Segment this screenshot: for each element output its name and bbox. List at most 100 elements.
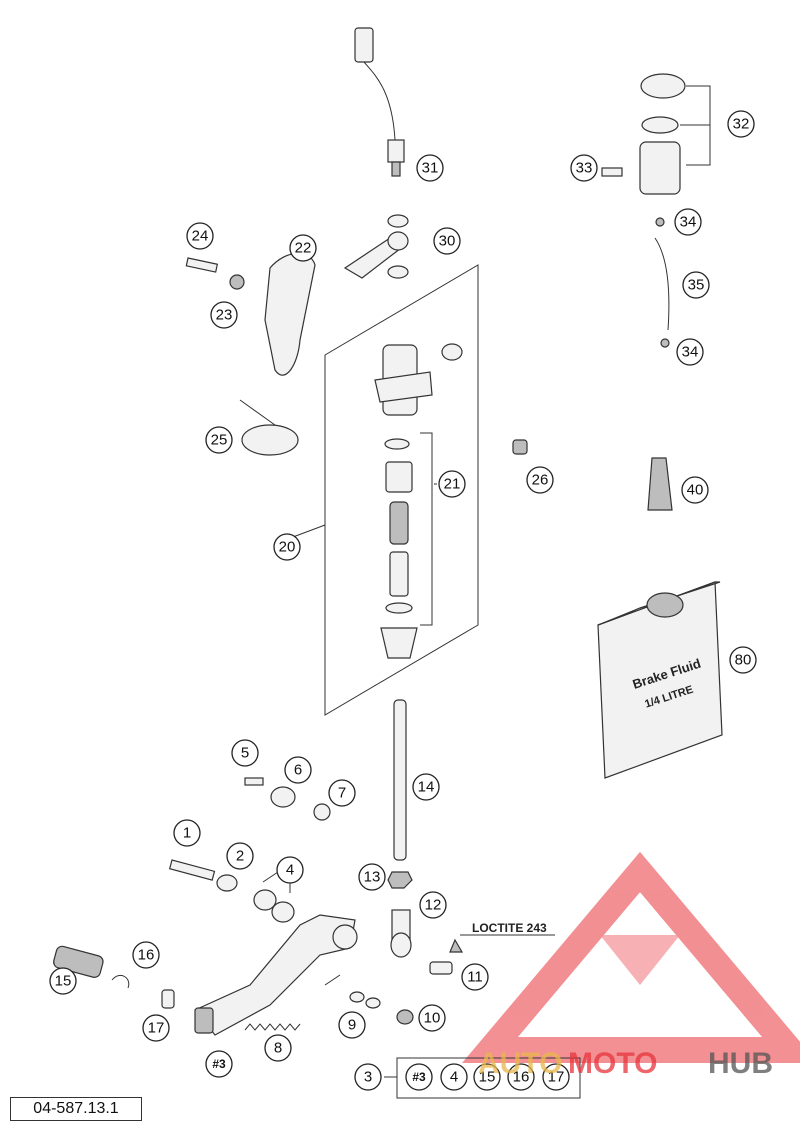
svg-text:25: 25 — [211, 432, 228, 449]
svg-text:24: 24 — [192, 228, 209, 245]
callout-1: 1 — [173, 819, 201, 847]
nut-13 — [387, 871, 413, 889]
set-item-4: 4 — [440, 1063, 468, 1091]
svg-text:17: 17 — [548, 1069, 565, 1086]
callout-set-3: 3 — [354, 1063, 382, 1091]
svg-text:17: 17 — [148, 1020, 165, 1037]
svg-text:1: 1 — [183, 825, 191, 842]
callout-7: 7 — [328, 779, 356, 807]
callout-20: 20 — [273, 533, 301, 561]
pin-17 — [161, 989, 175, 1009]
watermark-text: AUTO MOTO HUB — [478, 1047, 773, 1080]
bracket-21 — [420, 432, 433, 626]
callout-22: 22 — [289, 234, 317, 262]
bleeder-cap-40 — [647, 457, 673, 511]
set-item-15: 15 — [473, 1063, 501, 1091]
svg-text:16: 16 — [513, 1069, 530, 1086]
brake-light-switch-31 — [354, 27, 405, 177]
svg-text:2: 2 — [236, 848, 244, 865]
svg-text:#3: #3 — [212, 1057, 226, 1071]
callout-26: 26 — [526, 466, 554, 494]
brake-pedal-3 — [194, 914, 358, 1036]
bolt-24 — [185, 257, 219, 273]
clevis-12 — [390, 909, 412, 958]
callout-6: 6 — [284, 756, 312, 784]
svg-text:11: 11 — [467, 969, 483, 986]
svg-text:4: 4 — [286, 862, 294, 879]
svg-text:23: 23 — [216, 307, 233, 324]
callout-13: 13 — [358, 863, 386, 891]
callout-2: 2 — [226, 842, 254, 870]
brake-fluid-bottle-80: Brake Fluid 1/4 LITRE — [597, 581, 723, 779]
svg-text:4: 4 — [450, 1069, 458, 1086]
svg-text:21: 21 — [444, 476, 461, 493]
svg-text:9: 9 — [348, 1017, 356, 1034]
callout-4: 4 — [276, 856, 304, 884]
svg-text:22: 22 — [295, 240, 312, 257]
hose-clamps-34-hose-35 — [654, 217, 670, 348]
svg-text:14: 14 — [418, 779, 435, 796]
svg-text:35: 35 — [688, 277, 705, 294]
svg-text:31: 31 — [422, 160, 439, 177]
heat-shield-22 — [264, 252, 316, 376]
callout-30: 30 — [433, 227, 461, 255]
bolt-1 — [168, 859, 216, 881]
callout-17: 17 — [142, 1014, 170, 1042]
svg-text:20: 20 — [279, 539, 296, 556]
spring-clip-16 — [111, 975, 130, 989]
callout-35: 35 — [682, 271, 710, 299]
svg-text:6: 6 — [294, 762, 302, 779]
nut-10 — [396, 1009, 414, 1025]
svg-text:15: 15 — [55, 973, 72, 990]
svg-text:34: 34 — [682, 344, 699, 361]
callout-32: 32 — [727, 110, 755, 138]
svg-text:7: 7 — [338, 785, 346, 802]
callout-14: 14 — [412, 773, 440, 801]
svg-text:13: 13 — [364, 869, 381, 886]
callout-10: 10 — [418, 1004, 446, 1032]
svg-text:80: 80 — [735, 652, 752, 669]
nut-23 — [229, 274, 245, 290]
callout-80: 80 — [729, 646, 757, 674]
callout-5: 5 — [231, 739, 259, 767]
screw-33 — [601, 167, 623, 177]
set-item-pedal-3: #3 — [405, 1063, 433, 1091]
svg-text:AUTO: AUTO — [478, 1047, 562, 1080]
svg-text:40: 40 — [687, 482, 704, 499]
callout-8: 8 — [264, 1034, 292, 1062]
svg-text:33: 33 — [576, 160, 593, 177]
callout-16: 16 — [132, 941, 160, 969]
svg-text:26: 26 — [532, 472, 549, 489]
svg-text:8: 8 — [274, 1040, 282, 1057]
svg-text:15: 15 — [479, 1069, 496, 1086]
svg-text:HUB: HUB — [708, 1047, 773, 1080]
washer-2 — [216, 874, 238, 892]
callout-34-bottom: 34 — [676, 338, 704, 366]
callout-15: 15 — [49, 967, 77, 995]
svg-text:5: 5 — [241, 745, 249, 762]
svg-text:32: 32 — [733, 116, 750, 133]
callout-9: 9 — [338, 1011, 366, 1039]
svg-text:3: 3 — [364, 1069, 372, 1086]
washers-9 — [349, 991, 381, 1009]
svg-text:34: 34 — [680, 214, 697, 231]
callout-24: 24 — [186, 222, 214, 250]
set-item-17: 17 — [542, 1063, 570, 1091]
push-rod-14 — [393, 699, 407, 861]
cable-tie-25 — [239, 399, 299, 456]
callout-40: 40 — [681, 476, 709, 504]
svg-text:30: 30 — [439, 233, 456, 250]
callout-21: 21 — [438, 470, 466, 498]
grommet-26 — [512, 439, 528, 455]
callout-pedal-3: #3 — [205, 1050, 233, 1078]
callout-25: 25 — [205, 426, 233, 454]
callout-31: 31 — [416, 154, 444, 182]
bolt-5 — [244, 777, 264, 786]
svg-text:12: 12 — [425, 897, 442, 914]
assembly-frame-20 — [324, 264, 479, 716]
callout-33: 33 — [570, 154, 598, 182]
loctite-label: LOCTITE 243 — [472, 921, 547, 935]
svg-text:16: 16 — [138, 947, 155, 964]
pin-11 — [429, 961, 453, 975]
